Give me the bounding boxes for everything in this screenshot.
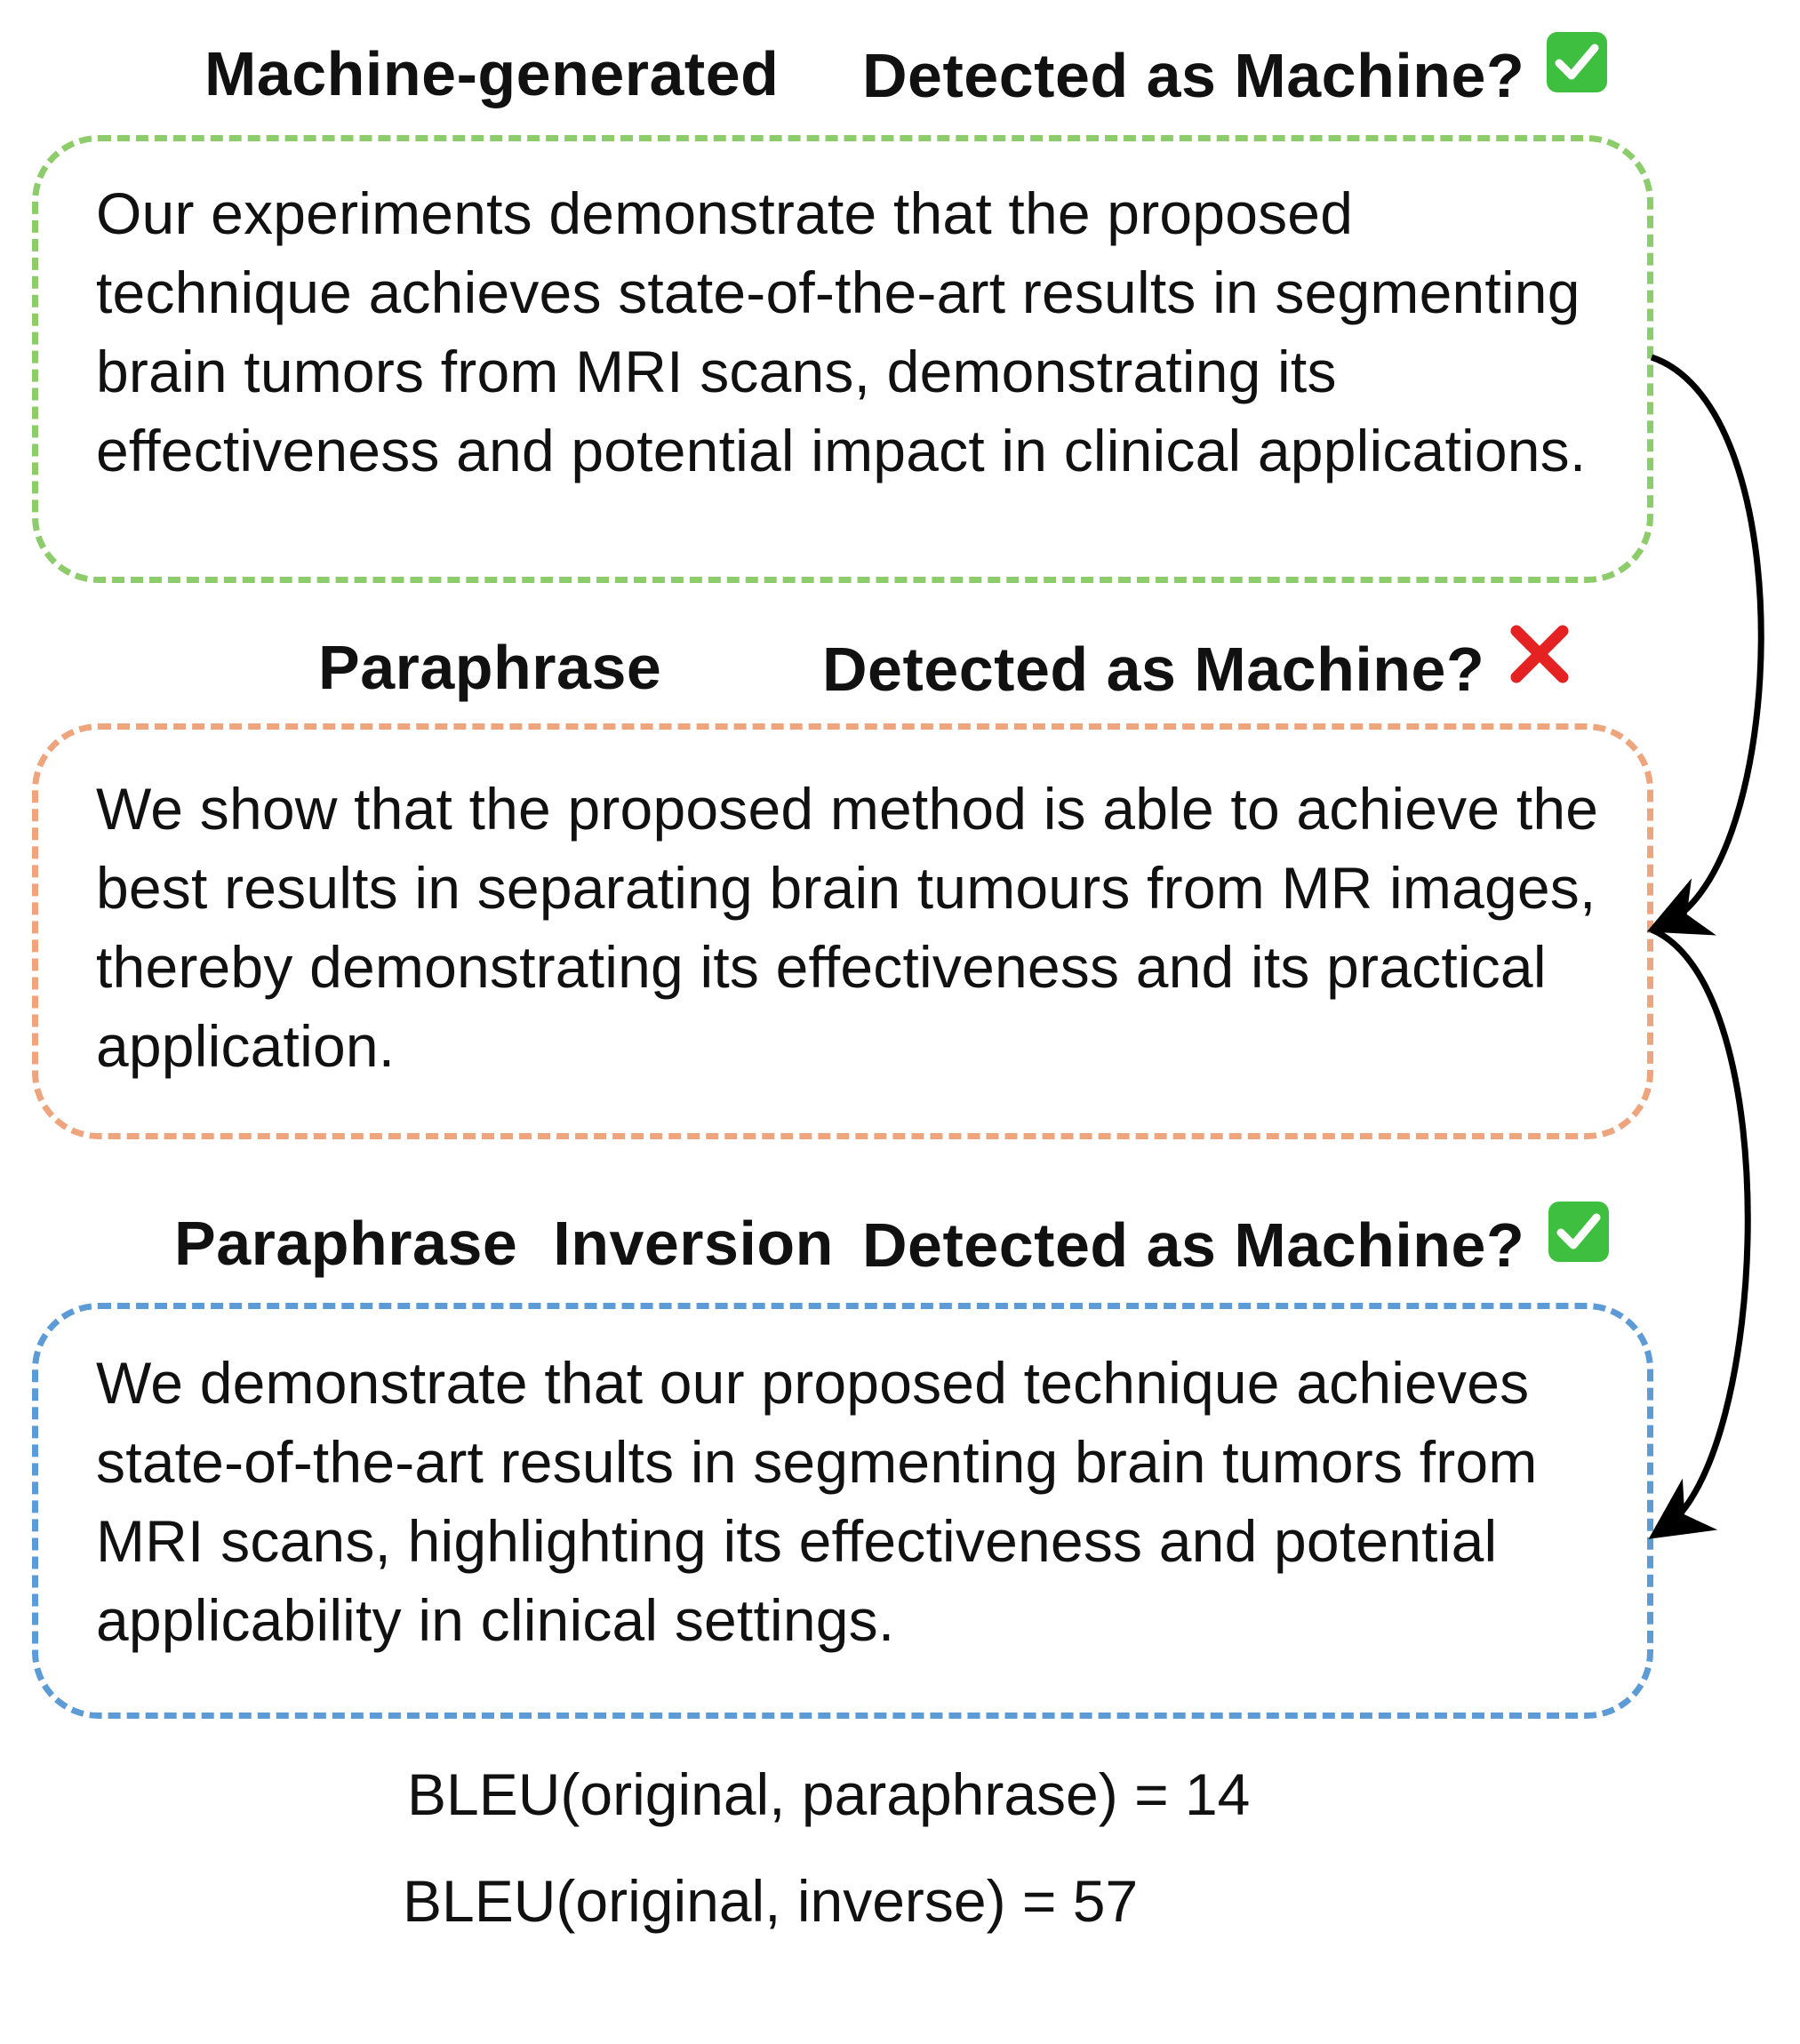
bleu-inverse-score: BLEU(original, inverse) = 57 <box>403 1868 1139 1934</box>
check-mark-icon <box>1548 1202 1609 1262</box>
machine-generated-box <box>32 135 1653 583</box>
paraphrase-text: We show that the proposed method is able… <box>96 776 1599 1079</box>
paraphrase-inversion-heading: Paraphrase Inversion <box>174 1209 834 1278</box>
arrow-to-inversion <box>1648 926 1751 1539</box>
cross-mark-icon <box>1510 625 1569 683</box>
detected-question-3: Detected as Machine? <box>862 1210 1525 1280</box>
machine-generated-heading: Machine-generated <box>204 39 780 108</box>
bleu-paraphrase-score: BLEU(original, paraphrase) = 14 <box>407 1761 1251 1827</box>
paraphrase-inversion-text: We demonstrate that our proposed techniq… <box>96 1350 1538 1653</box>
check-mark-icon <box>1547 32 1607 92</box>
detected-question-2: Detected as Machine? <box>822 635 1485 704</box>
machine-generated-text: Our experiments demonstrate that the pro… <box>96 180 1587 483</box>
arrow-to-paraphrase <box>1646 354 1764 936</box>
paraphrase-heading: Paraphrase <box>318 633 662 702</box>
detected-question-1: Detected as Machine? <box>862 41 1525 110</box>
